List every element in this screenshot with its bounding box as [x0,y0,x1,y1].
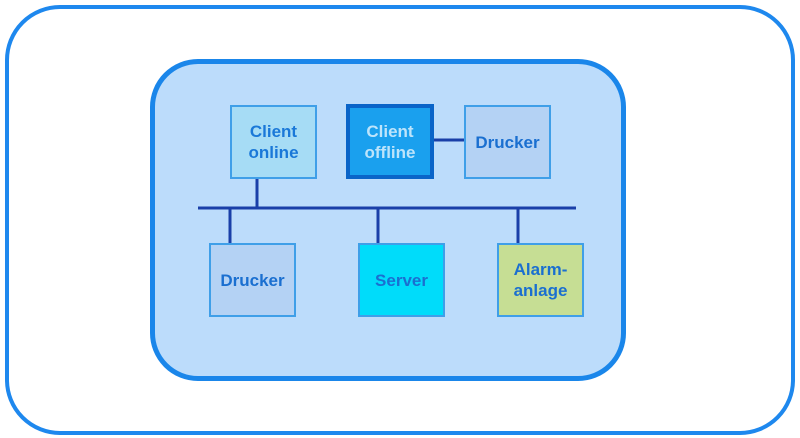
client-online-node: Client online [230,105,317,179]
drucker-top-node: Drucker [464,105,551,179]
server-node: Server [358,243,445,317]
client-offline-node: Client offline [346,104,434,179]
drucker-bottom-node: Drucker [209,243,296,317]
alarm-node: Alarm- anlage [497,243,584,317]
